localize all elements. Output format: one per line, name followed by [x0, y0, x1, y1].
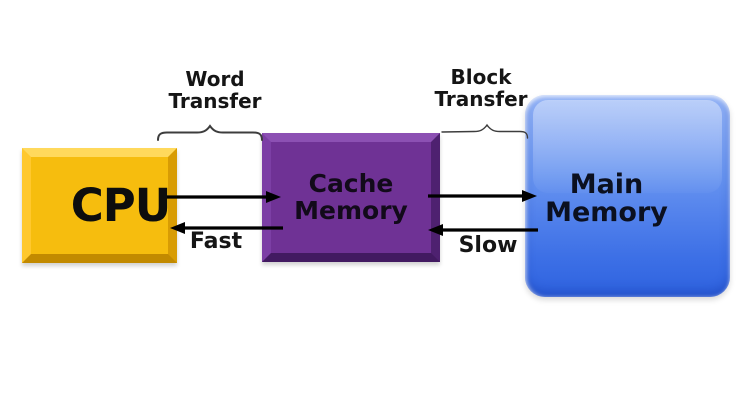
- cache-to-main-arrow: [428, 190, 537, 202]
- cpu-box: CPU: [22, 148, 177, 263]
- word-transfer-label: Word Transfer: [148, 68, 282, 112]
- main-memory-label-line1: Main: [569, 168, 644, 200]
- slow-label: Slow: [458, 233, 518, 258]
- cache-memory-box: Cache Memory: [262, 133, 440, 262]
- word-transfer-brace: [157, 124, 263, 141]
- block-transfer-label: Block Transfer: [414, 66, 548, 110]
- main-memory-box: Main Memory: [525, 95, 730, 297]
- cpu-label: CPU: [70, 179, 172, 232]
- cache-memory-label-line1: Cache: [308, 169, 394, 199]
- block-transfer-label-line1: Block: [450, 65, 512, 89]
- word-transfer-label-line1: Word: [185, 67, 245, 91]
- main-memory-label-line2: Memory: [545, 197, 668, 228]
- block-transfer-label-line2: Transfer: [434, 87, 528, 111]
- cache-memory-label-line2: Memory: [294, 195, 408, 225]
- block-transfer-brace: [441, 123, 529, 139]
- fast-label: Fast: [189, 229, 243, 254]
- word-transfer-label-line2: Transfer: [168, 89, 262, 113]
